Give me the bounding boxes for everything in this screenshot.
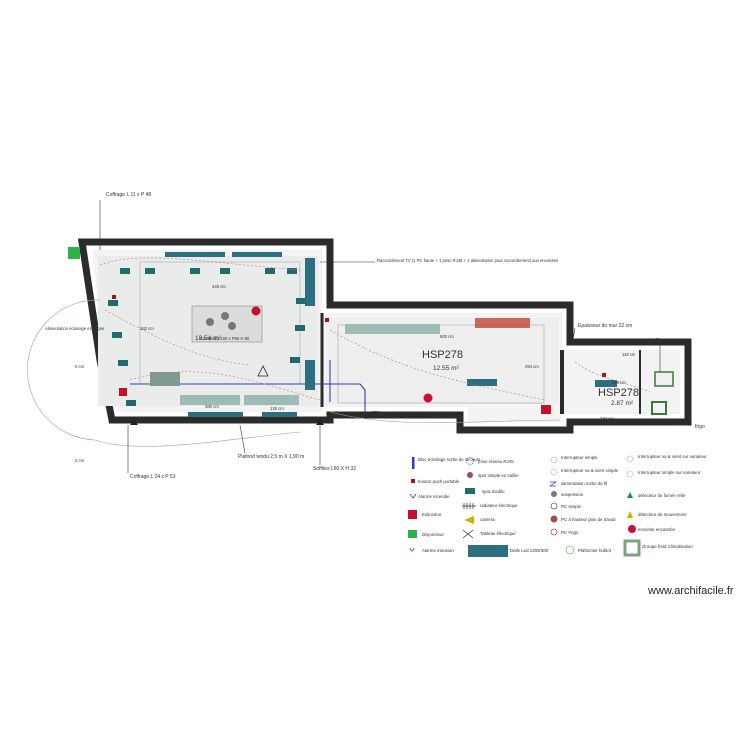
pc-plan-travail-icon (550, 515, 558, 523)
bouton-push-marks (112, 295, 606, 377)
dim-label: 118 cm (622, 352, 636, 357)
switch-wiring (99, 257, 651, 401)
legend-label: prise réseau RJ45 (478, 459, 514, 464)
groupe-froid-icon (623, 539, 641, 557)
dimension-labels: 249 cm 380 cm 378 cm 500 cm 294 cm 118 c… (140, 284, 636, 421)
disjoncteur-block (68, 247, 80, 259)
annotation-alimentation: Alimentation éclairage enseigne (45, 326, 105, 331)
suspension-icon (551, 491, 557, 497)
pc-simple-icon (550, 502, 558, 510)
room-center-area: 12.55 m² (433, 365, 459, 372)
plafonnier-hublot-icon (565, 545, 575, 555)
dim-label: 182 cm (140, 326, 154, 331)
extincteur-icon (408, 510, 417, 519)
dim-label: 228 cm (612, 380, 626, 385)
room-center-hsp: HSP278 (422, 349, 463, 361)
spot-double-marks (108, 268, 306, 406)
annotation-epaisseur: Epaisseur du mur 22 cm (578, 323, 632, 329)
legend-label: Groupe froid Climatisation (642, 544, 693, 549)
spot-simple-icon (467, 472, 473, 478)
dim-label: 128 cm (270, 406, 284, 411)
pc-frigo-icon (550, 528, 558, 536)
room-small-hsp: HSP278 (598, 387, 639, 399)
comptoir (180, 305, 440, 405)
legend-label: détecteur de mouvement (638, 512, 687, 517)
legend: Bloc éclairage sortie de secours prise r… (408, 454, 707, 557)
cable-runs (130, 360, 366, 412)
alimentation-sortie-icon (548, 481, 558, 487)
legend-label: suspension (561, 492, 584, 497)
annotation-chauffe-eau: chauffe-eau (645, 338, 672, 344)
tableau-electrique-icon (462, 529, 474, 539)
annotation-soffites: Soffites L60 X H 32 (313, 466, 356, 472)
legend-label: Alarme intrusion (422, 548, 454, 553)
dalle-led-icon (468, 545, 508, 557)
annotation-zero-cm-2: 0 cm (75, 458, 85, 463)
legend-label: Disjoncteur (422, 532, 444, 537)
interrupteur-va-vient-variateur-icon (626, 455, 634, 463)
detecteur-mouvement-icon (627, 511, 633, 518)
extincteur-marks (119, 388, 551, 414)
legend-label: radiateur électrique (480, 503, 518, 508)
legend-label: caméra (480, 517, 495, 522)
bouton-push-icon (411, 479, 415, 483)
radiateur-icon (462, 503, 476, 509)
door-swings (27, 299, 561, 447)
legend-label: PC Frigo (561, 530, 579, 535)
room-small-area: 2.87 m² (611, 400, 634, 407)
room-main-area: 18.54 m² (195, 335, 221, 342)
annotation-coffrage-top: Coffrage L 11 x P 48 (106, 192, 151, 198)
legend-label: Dalle Led 1200/300 (510, 548, 549, 553)
legend-label: Alarme incendie (418, 494, 450, 499)
raccordement-line: Raccordement TV (1 PC haute + 1 prise RJ… (377, 258, 558, 263)
legend-label: PC à hauteur plan de travail (561, 517, 615, 522)
annotation-plafond: Plafond tendu 2,5 m X 1,90 m (238, 454, 304, 460)
legend-label: Tableau électrique (480, 531, 516, 536)
prise-rj45-icon (466, 457, 474, 465)
annotation-zero-cm-1: 0 cm (75, 364, 85, 369)
alarme-incendie-icon (409, 493, 417, 499)
annotation-coffrage-bottom: Coffrage L 24 x P 53 (130, 474, 176, 480)
legend-label: Extincteur (422, 512, 442, 517)
legend-label: PC simple (561, 504, 582, 509)
legend-label: Interrupteur va & vient simple (561, 468, 619, 473)
alarme-intrusion-icon (409, 547, 415, 552)
interrupteur-simple-icon (550, 456, 558, 464)
annotation-raccordement: Raccordement TV (1 PC haute + 1 prise RJ… (377, 258, 558, 263)
dim-label: 249 cm (212, 284, 226, 289)
interrupteur-va-vient-simple-icon (550, 468, 558, 476)
spot-double-icon (465, 488, 475, 494)
annotation-frigo: frigo (695, 424, 705, 430)
dim-label: 500 cm (440, 334, 454, 339)
watermark: www.archifacile.fr (648, 585, 734, 597)
inner-dim-box-2 (337, 324, 545, 404)
legend-label: alimentation sortie de fil (561, 481, 607, 486)
camera-icon (464, 516, 474, 524)
legend-label: Bloc éclairage sortie de secours (418, 457, 481, 462)
legend-label: enceinte encastrée (638, 527, 676, 532)
dim-label: 294 cm (525, 364, 539, 369)
suspensions (206, 312, 236, 330)
legend-label: Interrupteur va & vient sur variateur (638, 454, 707, 459)
enceinte-marks (251, 306, 433, 403)
enceinte-icon (628, 525, 636, 533)
legend-label: spot simple en saillie (478, 473, 519, 478)
legend-label: Interrupteur simple sur variateur (638, 470, 701, 475)
legend-label: Interrupteur simple (561, 455, 598, 460)
triangle-markers (130, 365, 324, 425)
interrupteur-simple-variateur-icon (626, 470, 634, 478)
legend-label: Plafonnier hublot (578, 548, 612, 553)
dim-label: 380 cm (205, 404, 219, 409)
legend-label: détecteur de fumée relié (638, 493, 686, 498)
dim-label: 249 cm (600, 416, 614, 421)
detecteur-fumee-icon (627, 492, 633, 498)
legend-label: spot double (482, 489, 505, 494)
led-slabs (150, 252, 674, 417)
room-main-subtitle: Comptoir L100 x P50 H 90 (200, 336, 250, 341)
bloc-eclairage-icon (412, 457, 415, 469)
disjoncteur-icon (408, 530, 417, 538)
legend-label: bouton push portable (418, 479, 460, 484)
dim-label: 378 cm (372, 410, 386, 415)
